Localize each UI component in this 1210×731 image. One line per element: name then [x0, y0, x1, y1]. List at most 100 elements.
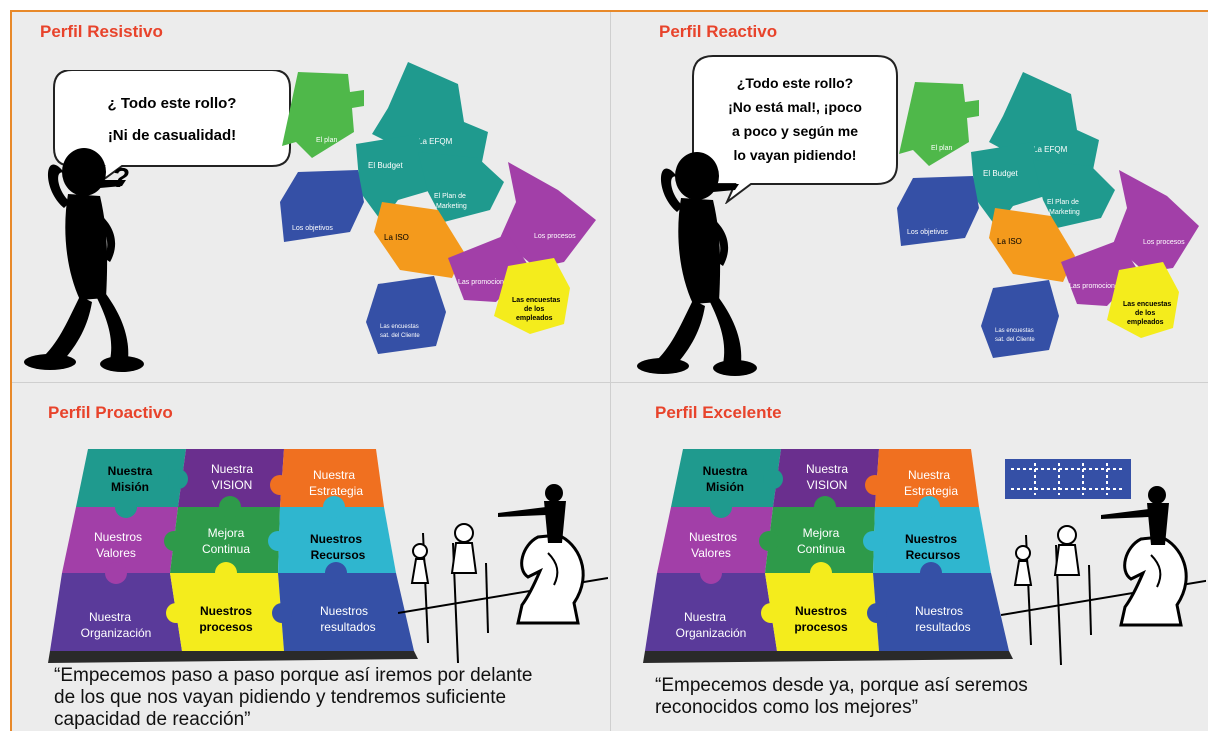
horizontal-divider [12, 382, 1208, 383]
piece-mision [671, 449, 781, 507]
scattered-puzzle-pieces: El plan La EFQM El Budget El Plan de Mar… [280, 62, 596, 354]
piece-label: Las promociones [1069, 283, 1123, 290]
piece-label: El Plan de [434, 193, 466, 200]
piece-label: Organización [676, 626, 747, 640]
piece-organizacion [645, 573, 777, 651]
piece-label: El Plan de [1047, 199, 1079, 206]
bubble-text: ¡No está mal!, ¡poco [728, 99, 862, 115]
bubble-text: a poco y según me [732, 123, 858, 139]
quote-line: “Empecemos desde ya, porque así seremos [655, 675, 1028, 696]
piece-procesos [765, 573, 879, 651]
piece-label: Marketing [1049, 209, 1080, 216]
piece-label: Nuestros [795, 604, 847, 618]
piece-label: Las encuestas [995, 328, 1034, 334]
piece-label: La ISO [384, 233, 409, 242]
piece-resultados [278, 573, 414, 651]
panel-title: Perfil Excelente [655, 403, 782, 422]
piece-label: Las encuestas [512, 297, 560, 304]
thinker-figure [637, 152, 757, 376]
piece-label: Nuestros [689, 530, 737, 544]
piece-label: Misión [706, 480, 744, 494]
scattered-puzzle-pieces: El plan La EFQM El Budget El Plan de Mar… [897, 72, 1199, 358]
piece-label: Mejora [208, 526, 245, 540]
piece-recursos [278, 507, 396, 573]
piece-label: Los procesos [534, 233, 576, 240]
piece-organizacion [50, 573, 182, 651]
chess-illustration [398, 482, 608, 665]
piece-label: Continua [202, 542, 250, 556]
bubble-text: lo vayan pidiendo! [734, 147, 857, 163]
piece-label: Nuestros [905, 532, 957, 546]
piece-label: Las encuestas [380, 324, 419, 330]
quote: “Empecemos paso a paso porque así iremos… [54, 665, 532, 731]
piece-label: Estrategia [309, 484, 363, 498]
piece-label: El plan [931, 145, 953, 152]
piece-label: La ISO [997, 237, 1022, 246]
piece-label: Nuestra [806, 462, 848, 476]
panel-title: Perfil Reactivo [659, 22, 778, 41]
piece-label: Nuestra [684, 610, 726, 624]
piece-label: Estrategia [904, 484, 958, 498]
chess-illustration [1001, 484, 1206, 667]
piece-label: El Budget [368, 161, 403, 170]
piece-label: Nuestros [200, 604, 252, 618]
piece-label: Nuestra [313, 468, 355, 482]
vision-panel-icon [1005, 459, 1131, 499]
piece-label: Mejora [803, 526, 840, 540]
piece-estrategia [280, 449, 384, 507]
piece-label: procesos [794, 620, 848, 634]
panel-title: Perfil Resistivo [40, 22, 163, 41]
quote-line: capacidad de reacción” [54, 709, 251, 730]
piece-vision [178, 449, 284, 507]
piece-label: Los objetivos [907, 229, 948, 236]
piece-label: Nuestros [320, 604, 368, 618]
piece-label: resultados [320, 620, 375, 634]
piece-label: Nuestra [89, 610, 131, 624]
piece-label: VISION [212, 478, 253, 492]
piece-label: empleados [1127, 319, 1164, 326]
piece-label: Recursos [906, 548, 961, 562]
piece-label: La EFQM [418, 137, 453, 146]
piece-label: La EFQM [1033, 145, 1068, 154]
piece-label: Nuestra [211, 462, 253, 476]
piece-label: Las encuestas [1123, 301, 1171, 308]
bubble-text: ¡Ni de casualidad! [108, 127, 236, 144]
piece-label: El Budget [983, 169, 1018, 178]
piece-estrategia [875, 449, 979, 507]
piece-label: Recursos [311, 548, 366, 562]
quote-line: “Empecemos paso a paso porque así iremos… [54, 665, 533, 686]
speech-bubble: ¿ Todo este rollo? ¡Ni de casualidad! [53, 70, 291, 189]
piece-recursos [873, 507, 991, 573]
piece-label: sat. del Cliente [380, 333, 420, 339]
piece-label: Valores [96, 546, 136, 560]
piece-vision [773, 449, 879, 507]
panel-resistivo: Perfil Resistivo ¿ Todo este rollo? ¡Ni … [12, 12, 610, 382]
piece-label: Los procesos [1143, 239, 1185, 246]
piece-mejora [170, 507, 280, 573]
quote-line: reconocidos como los mejores” [655, 697, 918, 718]
piece-mejora [765, 507, 875, 573]
panel-reactivo: Perfil Reactivo ¿Todo este rollo? ¡No es… [611, 12, 1208, 382]
piece-label: Nuestros [915, 604, 963, 618]
piece-valores [62, 507, 178, 573]
panel-title: Perfil Proactivo [48, 403, 173, 422]
piece-mision [76, 449, 186, 507]
piece-resultados [873, 573, 1009, 651]
panel-proactivo: Perfil Proactivo Nuestra Misió [12, 383, 610, 731]
panel-excelente: Perfil Excelente Nuestra Misión Nuestra … [611, 383, 1208, 731]
piece-label: Las promociones [458, 279, 512, 286]
piece-label: Nuestros [310, 532, 362, 546]
piece-valores [657, 507, 773, 573]
piece-label: procesos [199, 620, 253, 634]
piece-label: empleados [516, 315, 553, 322]
piece-label: Nuestros [94, 530, 142, 544]
piece-label: Misión [111, 480, 149, 494]
vertical-divider [610, 12, 611, 731]
piece-label: Organización [81, 626, 152, 640]
piece-label: Nuestra [108, 464, 153, 478]
slide-frame: Perfil Resistivo ¿ Todo este rollo? ¡Ni … [10, 10, 1208, 731]
piece-label: El plan [316, 137, 338, 144]
bubble-text: ¿Todo este rollo? [737, 75, 853, 91]
piece-label: Continua [797, 542, 845, 556]
piece-label: Nuestra [908, 468, 950, 482]
